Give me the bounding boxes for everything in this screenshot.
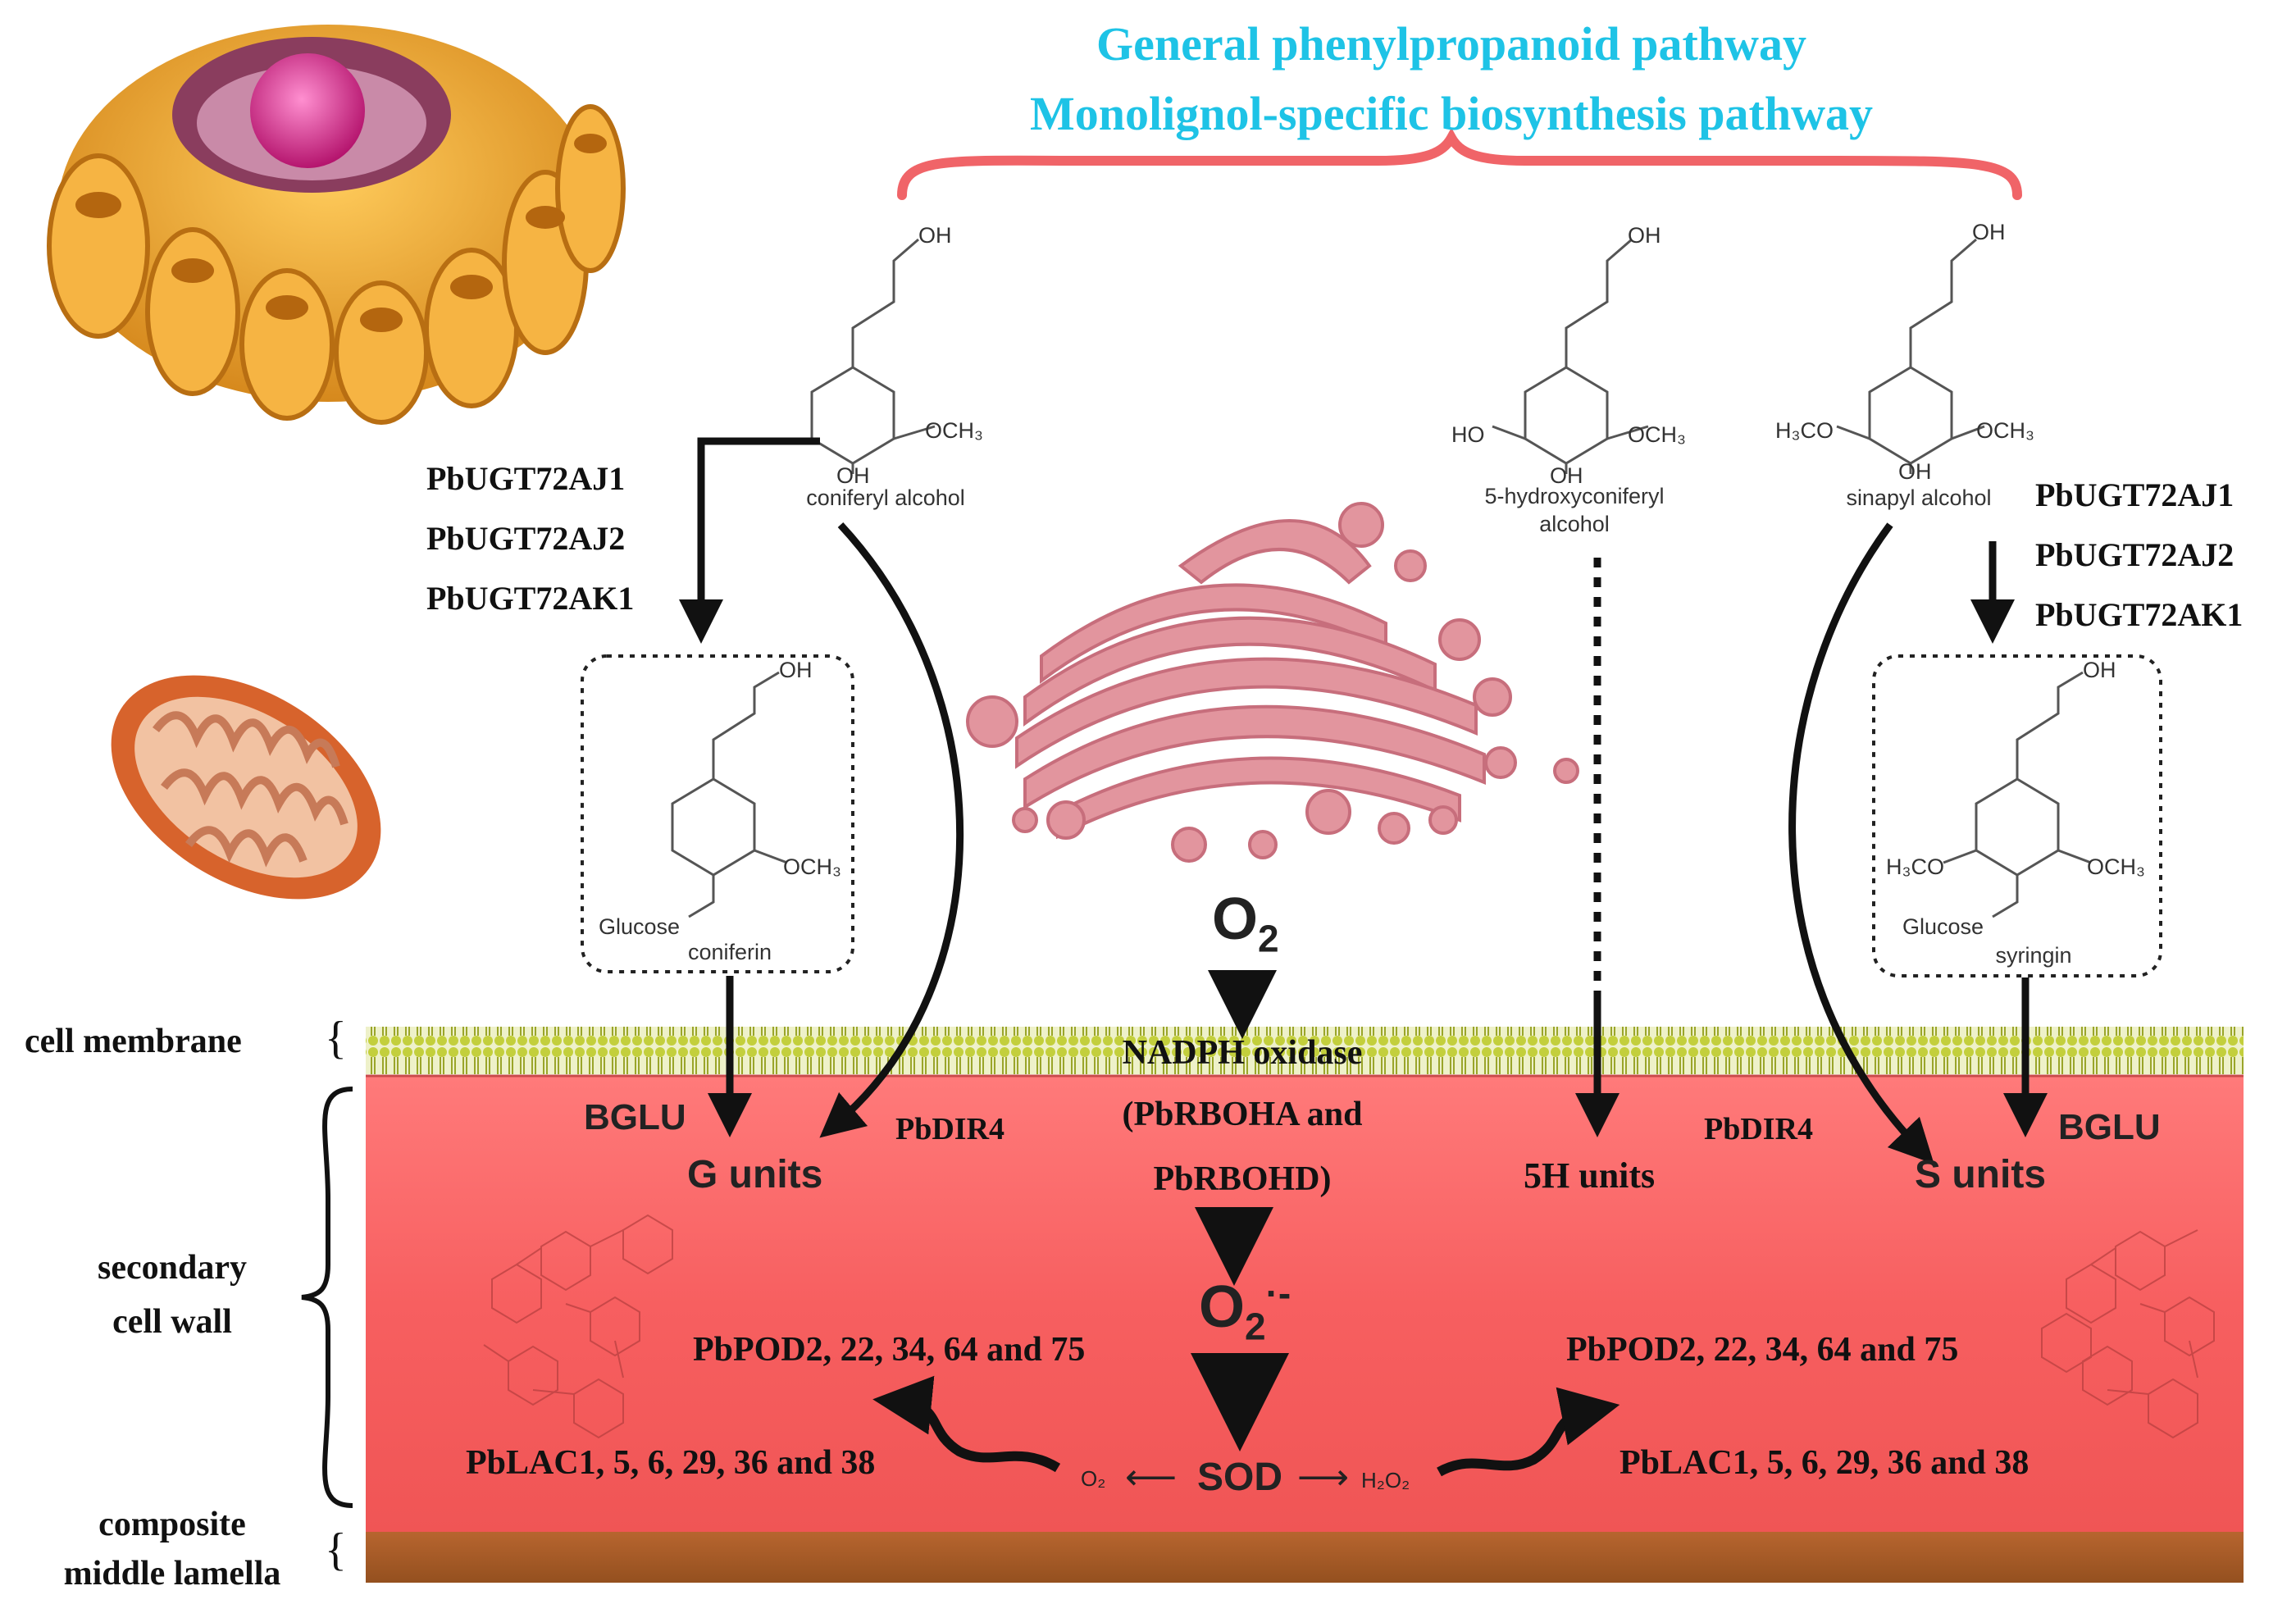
sinapyl-oh-top: OH	[1972, 220, 2006, 244]
syringin-och3: OCH₃	[2087, 854, 2145, 879]
hydroxy-oh-bottom: OH	[1550, 463, 1583, 488]
wavy-arrow-right	[1437, 1387, 1620, 1477]
sod-label: SOD	[1197, 1456, 1283, 1499]
coniferin-structure	[671, 671, 788, 918]
coniferin-oh-top: OH	[779, 658, 813, 682]
coniferin-box	[581, 654, 854, 973]
o2-small-label: O₂	[1081, 1466, 1106, 1491]
nadph-rbohd-label: PbRBOHD)	[1153, 1160, 1332, 1198]
gene-right-2: PbUGT72AJ2	[2035, 536, 2234, 573]
g-units-label: G units	[687, 1153, 823, 1196]
endoplasmic-reticulum-illustration	[47, 25, 626, 425]
gene-right-1: PbUGT72AJ1	[2035, 476, 2234, 513]
coniferyl-och3: OCH₃	[925, 418, 983, 443]
sinapyl-h3co: H₃CO	[1775, 418, 1834, 443]
bglu-left-label: BGLU	[584, 1097, 686, 1137]
secondary-cell-wall-label-1: secondary	[98, 1249, 247, 1287]
sinapyl-to-s-arrow	[1788, 522, 1934, 1164]
syringin-h3co: H₃CO	[1886, 854, 1944, 879]
coniferyl-to-g-arrow	[819, 522, 964, 1138]
syringin-box	[1872, 654, 2162, 977]
gene-left-2: PbUGT72AJ2	[426, 520, 626, 557]
coniferyl-oh-bottom: OH	[836, 463, 870, 488]
pod-right-label: PbPOD2, 22, 34, 64 and 75	[1566, 1331, 1959, 1369]
middle-lamella-label-2: middle lamella	[63, 1555, 281, 1593]
pod-left-label: PbPOD2, 22, 34, 64 and 75	[693, 1331, 1086, 1369]
sinapyl-oh-bottom: OH	[1898, 459, 1932, 484]
hydroxyconiferyl-label-1: 5-hydroxyconiferyl	[1484, 484, 1665, 508]
golgi-apparatus-illustration	[966, 502, 1579, 863]
hydroxyconiferyl-alcohol-structure	[1492, 238, 1649, 474]
title-monolignol-pathway: Monolignol-specific biosynthesis pathway	[1030, 87, 1873, 140]
coniferyl-alcohol-structure	[810, 238, 936, 474]
gene-left-3: PbUGT72AK1	[426, 580, 635, 617]
syringin-oh-top: OH	[2083, 658, 2116, 682]
sinapyl-alcohol-structure	[1836, 238, 1985, 474]
gene-right-3: PbUGT72AK1	[2035, 596, 2244, 633]
pbdir4-left-label: PbDIR4	[895, 1112, 1005, 1146]
lignin-polymer-left	[483, 1214, 673, 1439]
middle-lamella-label-1: composite	[98, 1506, 246, 1543]
nadph-oxidase-label: NADPH oxidase	[1122, 1034, 1363, 1072]
secondary-cell-wall-brace	[301, 1087, 353, 1508]
gene-left-1: PbUGT72AJ1	[426, 460, 626, 497]
pbdir4-right-label: PbDIR4	[1704, 1112, 1814, 1146]
cell-membrane-label: cell membrane	[25, 1023, 242, 1060]
left-arrow-glyph: ⟵	[1125, 1457, 1178, 1497]
syringin-structure	[1943, 671, 2092, 918]
oxygen-label: O2	[1212, 886, 1279, 960]
nadph-rboha-label: (PbRBOHA and	[1122, 1096, 1363, 1133]
lac-left-label: PbLAC1, 5, 6, 29, 36 and 38	[466, 1444, 876, 1482]
wavy-arrow-left	[872, 1375, 1061, 1473]
coniferyl-oh-top: OH	[918, 223, 952, 248]
bglu-right-label: BGLU	[2058, 1107, 2161, 1147]
cell-membrane-brace: {	[325, 1013, 347, 1064]
middle-lamella-band	[366, 1532, 2244, 1583]
coniferin-label: coniferin	[687, 940, 772, 964]
coniferin-och3: OCH₃	[783, 854, 841, 879]
hydroxy-ho: HO	[1451, 422, 1485, 447]
hydroxy-och3: OCH₃	[1628, 422, 1686, 447]
cell-membrane-band	[366, 1027, 2244, 1074]
middle-lamella-brace: {	[325, 1524, 347, 1575]
secondary-cell-wall-label-2: cell wall	[112, 1303, 232, 1341]
hydroxy-oh-top: OH	[1628, 223, 1661, 248]
sinapyl-alcohol-label: sinapyl alcohol	[1846, 485, 1992, 510]
pathway-brace	[897, 127, 2022, 200]
mitochondrion-illustration	[111, 675, 381, 900]
coniferyl-alcohol-label: coniferyl alcohol	[806, 485, 965, 510]
lac-right-label: PbLAC1, 5, 6, 29, 36 and 38	[1620, 1444, 2029, 1482]
syringin-glucose: Glucose	[1902, 914, 1984, 939]
syringin-label: syringin	[1995, 943, 2072, 968]
sinapyl-och3: OCH₃	[1976, 418, 2034, 443]
right-arrow-glyph: ⟶	[1297, 1457, 1350, 1497]
coniferin-glucose: Glucose	[599, 914, 681, 939]
superoxide-label: O2·-	[1199, 1272, 1292, 1348]
h2o2-label: H₂O₂	[1361, 1468, 1410, 1492]
ugt-left-arrow	[679, 437, 820, 644]
hydroxyconiferyl-label-2: alcohol	[1539, 512, 1610, 536]
title-general-phenylpropanoid: General phenylpropanoid pathway	[1096, 17, 1806, 71]
h-units-label: 5H units	[1524, 1155, 1656, 1196]
lignin-polymer-right	[2041, 1229, 2215, 1439]
s-units-label: S units	[1915, 1153, 2047, 1196]
